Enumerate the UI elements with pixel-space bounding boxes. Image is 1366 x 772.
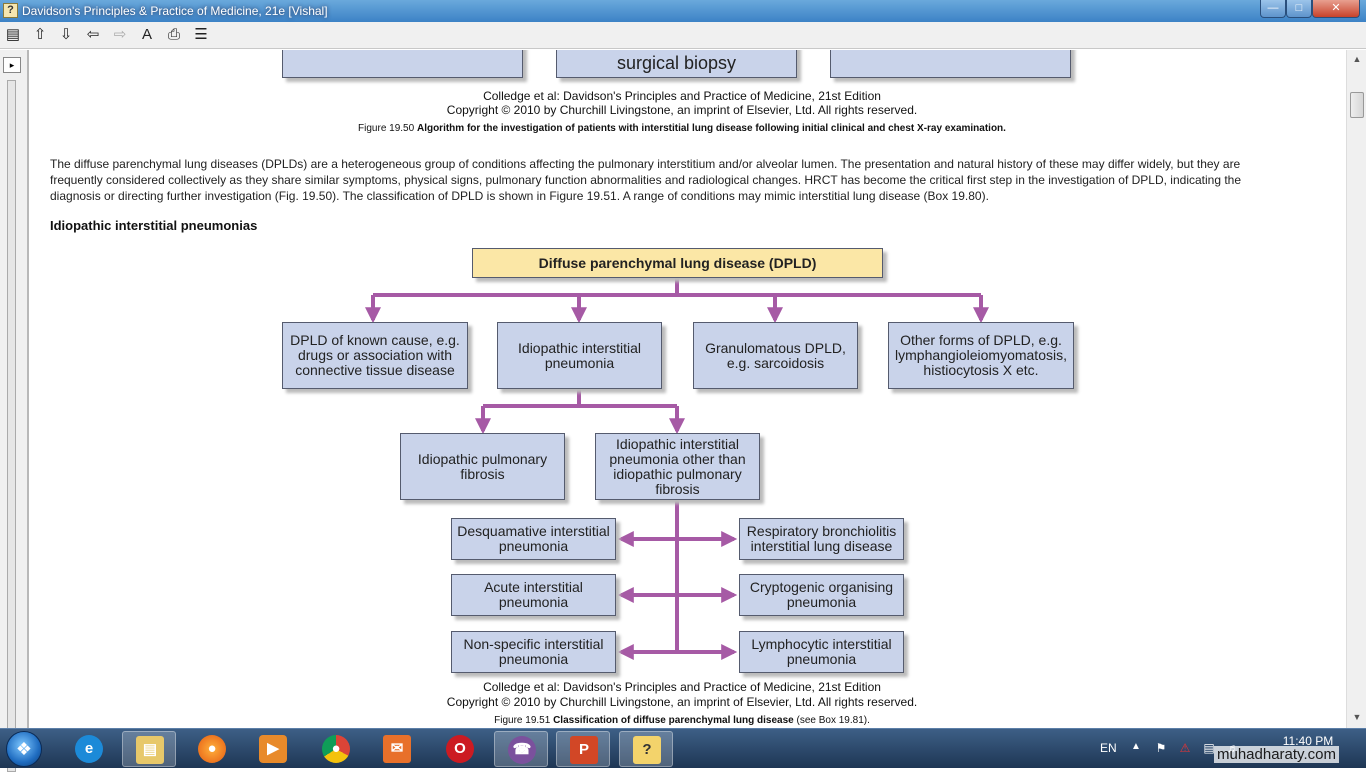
back-icon[interactable]: ⇦ bbox=[86, 26, 100, 43]
mail-icon[interactable]: ✉ bbox=[370, 731, 424, 767]
forward-icon[interactable]: ⇨ bbox=[113, 26, 127, 43]
scroll-down-icon[interactable]: ▼ bbox=[1352, 712, 1362, 722]
diagram-box-granulomatous: Granulomatous DPLD, e.g. sarcoidosis bbox=[693, 322, 858, 389]
diagram-box-partial-2: surgical biopsy bbox=[556, 50, 797, 78]
windows-logo-icon[interactable]: ❖ bbox=[6, 731, 42, 767]
caption-label: Figure 19.50 bbox=[358, 123, 415, 134]
up-icon[interactable]: ⇧ bbox=[33, 26, 47, 43]
diagram-box-iip-other: Idiopathic interstitial pneumonia other … bbox=[595, 433, 760, 500]
diagram-box-non-specific: Non-specific interstitial pneumonia bbox=[451, 631, 616, 673]
diagram-box-other-forms: Other forms of DPLD, e.g. lymphangioleio… bbox=[888, 322, 1074, 389]
watermark-text: muhadharaty.com bbox=[1214, 746, 1339, 763]
figure-caption: Figure 19.50 Algorithm for the investiga… bbox=[182, 123, 1182, 134]
print-icon[interactable]: ⎙ bbox=[167, 26, 180, 43]
maximize-button[interactable]: □ bbox=[1286, 0, 1312, 18]
left-pane: ▸ bbox=[0, 50, 29, 772]
file-explorer-icon[interactable]: ▤ bbox=[122, 731, 176, 767]
help-viewer-icon[interactable]: ? bbox=[619, 731, 673, 767]
figure-credit-line: Colledge et al: Davidson's Principles an… bbox=[483, 89, 881, 103]
expand-pane-icon[interactable]: ▸ bbox=[3, 57, 21, 73]
diagram-box-lymphocytic: Lymphocytic interstitial pneumonia bbox=[739, 631, 904, 673]
window-title: Davidson's Principles & Practice of Medi… bbox=[22, 4, 328, 18]
down-icon[interactable]: ⇩ bbox=[59, 26, 73, 43]
diagram-box-cryptogenic: Cryptogenic organising pneumonia bbox=[739, 574, 904, 616]
show-hidden-icons-icon[interactable]: ▲ bbox=[1131, 741, 1141, 752]
toc-icon[interactable]: ▤ bbox=[5, 26, 21, 43]
left-pane-scrollbar[interactable] bbox=[7, 80, 16, 772]
diagram-box-idiopathic-interstitial: Idiopathic interstitial pneumonia bbox=[497, 322, 662, 389]
diagram-box-ipf: Idiopathic pulmonary fibrosis bbox=[400, 433, 565, 500]
scrollbar-thumb[interactable] bbox=[1350, 92, 1364, 118]
figure-copyright-line: Copyright © 2010 by Churchill Livingston… bbox=[446, 695, 918, 709]
diagram-box-desquamative: Desquamative interstitial pneumonia bbox=[451, 518, 616, 560]
powerpoint-icon[interactable]: P bbox=[556, 731, 610, 767]
network-icon[interactable]: ▤ bbox=[1203, 741, 1215, 755]
title-bar: ? Davidson's Principles & Practice of Me… bbox=[0, 0, 1366, 22]
firefox-icon[interactable]: ● bbox=[185, 731, 239, 767]
action-center-flag-icon[interactable]: ⚑ bbox=[1155, 741, 1167, 755]
options-icon[interactable]: ☰ bbox=[194, 26, 208, 43]
clock[interactable]: 11:40 PM bbox=[1282, 734, 1334, 748]
caption-text: Classification of diffuse parenchymal lu… bbox=[553, 715, 794, 726]
document-view[interactable]: surgical biopsy Colledge et al: Davidson… bbox=[30, 50, 1346, 728]
vertical-scrollbar[interactable]: ▲ ▼ bbox=[1346, 50, 1366, 728]
caption-label: Figure 19.51 bbox=[494, 715, 551, 726]
viber-icon[interactable]: ☎ bbox=[494, 731, 548, 767]
media-player-icon[interactable]: ▶ bbox=[246, 731, 300, 767]
scroll-up-icon[interactable]: ▲ bbox=[1352, 54, 1362, 64]
help-book-icon: ? bbox=[3, 3, 18, 18]
opera-icon[interactable]: O bbox=[433, 731, 487, 767]
diagram-box-partial-3 bbox=[830, 50, 1071, 78]
diagram-box-respiratory-bronchiolitis: Respiratory bronchiolitis interstitial l… bbox=[739, 518, 904, 560]
figure-credit-line: Colledge et al: Davidson's Principles an… bbox=[483, 680, 881, 694]
caption-text: Algorithm for the investigation of patie… bbox=[416, 123, 1006, 134]
internet-explorer-icon[interactable]: e bbox=[62, 731, 116, 767]
diagram-box-partial-1 bbox=[282, 50, 523, 78]
body-paragraph: The diffuse parenchymal lung diseases (D… bbox=[50, 157, 1242, 203]
section-heading: Idiopathic interstitial pneumonias bbox=[50, 218, 258, 233]
minimize-button[interactable]: — bbox=[1260, 0, 1286, 18]
diagram-box-known-cause: DPLD of known cause, e.g. drugs or assoc… bbox=[282, 322, 468, 389]
taskbar: ❖ e ▤ ● ▶ ● ✉ O ☎ P ? EN ▲ ⚑ ⚠ ▤ ♬ 11:40… bbox=[0, 728, 1366, 768]
diagram-connectors bbox=[365, 278, 989, 660]
diagram-root-box: Diffuse parenchymal lung disease (DPLD) bbox=[472, 248, 883, 278]
close-button[interactable]: ✕ bbox=[1312, 0, 1360, 18]
figure-copyright-line: Copyright © 2010 by Churchill Livingston… bbox=[446, 103, 918, 117]
language-indicator[interactable]: EN bbox=[1100, 741, 1117, 755]
caption-suffix: (see Box 19.81). bbox=[796, 715, 870, 726]
antivirus-icon[interactable]: ⚠ bbox=[1179, 741, 1191, 755]
figure-caption: Figure 19.51 Classification of diffuse p… bbox=[182, 715, 1182, 726]
diagram-box-acute: Acute interstitial pneumonia bbox=[451, 574, 616, 616]
font-icon[interactable]: A bbox=[141, 26, 152, 43]
toolbar: ▤ ⇧ ⇩ ⇦ ⇨ A ⎙ ☰ bbox=[0, 22, 1366, 49]
chrome-icon[interactable]: ● bbox=[309, 731, 363, 767]
